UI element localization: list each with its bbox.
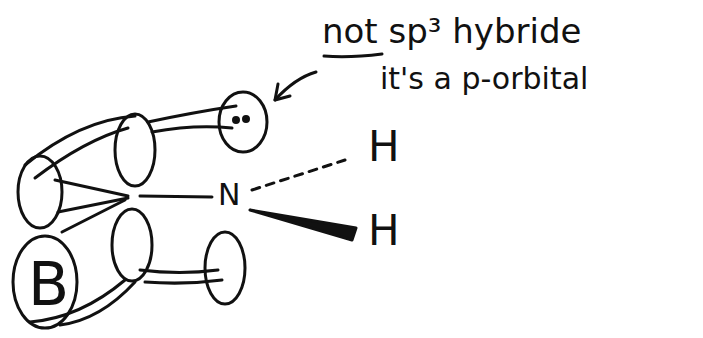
overlap-line xyxy=(140,270,218,273)
overlap-line xyxy=(60,282,135,325)
overlap-line xyxy=(25,116,135,165)
dashed-bond xyxy=(252,160,345,190)
wedge-bond xyxy=(250,210,356,240)
atom-label: N xyxy=(218,180,240,210)
orbital-lobe xyxy=(205,232,245,304)
note-text: it's a p-orbital xyxy=(380,64,588,94)
callout-arrow xyxy=(275,72,316,100)
overlap-line xyxy=(35,128,128,178)
bond-line xyxy=(62,200,125,232)
atom-label: H xyxy=(368,210,400,252)
overlap-line xyxy=(145,280,222,283)
overlap-line xyxy=(152,127,232,132)
underline xyxy=(324,54,382,57)
atom-label: B xyxy=(28,254,69,314)
orbital-lobe xyxy=(115,114,155,186)
lone-pair-dot xyxy=(234,118,239,123)
overlap-line xyxy=(148,106,236,122)
lone-pair-dot xyxy=(244,117,249,122)
orbital-lobe xyxy=(219,92,267,152)
atom-label: H xyxy=(368,126,400,168)
note-text: not sp³ hybride xyxy=(322,14,581,48)
arrowhead xyxy=(275,84,290,100)
orbital-lobe xyxy=(18,156,62,228)
bond-line xyxy=(140,196,212,197)
bond-line xyxy=(55,180,128,196)
